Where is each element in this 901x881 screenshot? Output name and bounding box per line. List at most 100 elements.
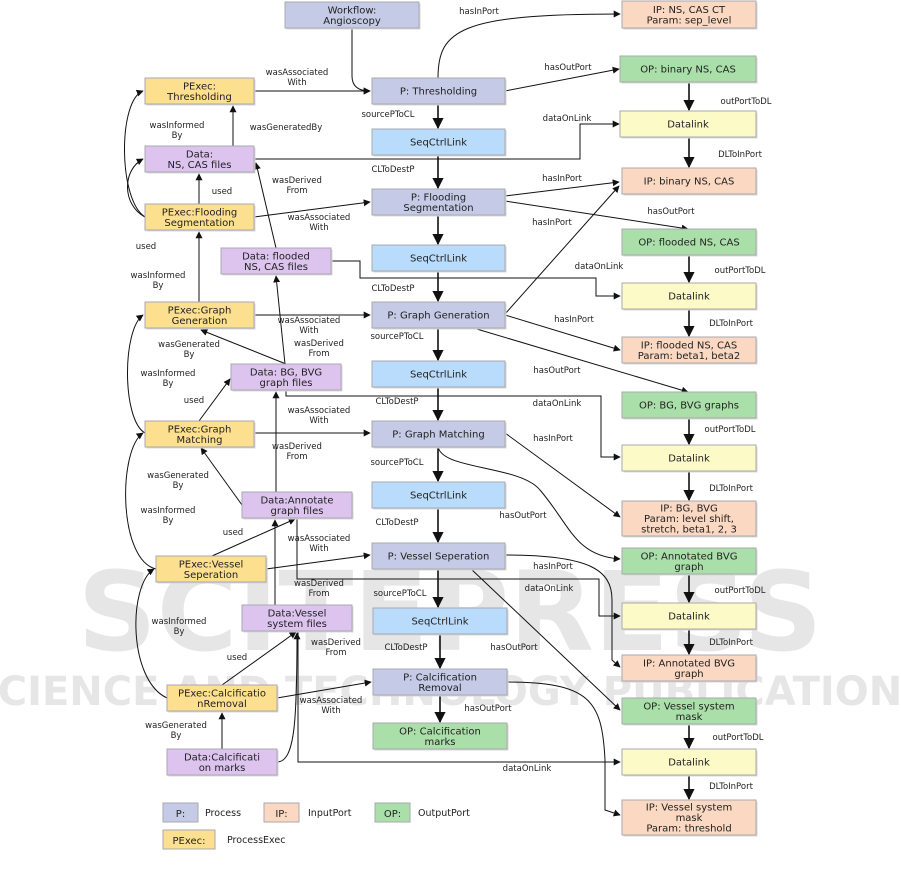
- node-label: IP: binary NS, CAS: [644, 177, 735, 188]
- node-label: Param: sep_level: [647, 15, 732, 26]
- node-label: P: Thresholding: [400, 87, 477, 98]
- edge-arrow: [254, 162, 277, 249]
- node-op-flooded[interactable]: OP: flooded NS, CAS: [621, 228, 758, 257]
- edge-arrow: [469, 326, 689, 394]
- node-p-vessel[interactable]: P: Vessel Seperation: [371, 542, 507, 571]
- legend-abbr: P:: [176, 809, 185, 820]
- edge-arrow: [469, 567, 621, 711]
- legend-swatch: [162, 829, 216, 850]
- edge-label: wasDerived: [294, 339, 344, 349]
- edge-arrow: [124, 89, 146, 218]
- edge-label: hasOutPort: [533, 366, 581, 376]
- node-label: IP: flooded NS, CAS: [641, 340, 737, 351]
- node-label: P: Graph Matching: [392, 430, 484, 441]
- node-label: Param: threshold: [646, 824, 731, 835]
- node-seq1[interactable]: SeqCtrlLink: [371, 128, 507, 157]
- process-box: [284, 1, 420, 29]
- node-seq3[interactable]: SeqCtrlLink: [371, 360, 507, 389]
- node-seq4[interactable]: SeqCtrlLink: [371, 481, 507, 510]
- node-dl2[interactable]: Datalink: [621, 282, 758, 311]
- edge-label: By: [184, 350, 195, 360]
- edge-label: With: [309, 416, 328, 426]
- edge-label: dataOnLink: [503, 764, 552, 774]
- node-label: SeqCtrlLink: [410, 138, 467, 149]
- edge-arrow: [276, 632, 301, 763]
- datalink-box: [619, 110, 757, 138]
- edge-arrow: [504, 432, 621, 518]
- outputport-box: [372, 722, 508, 750]
- node-data-calcification[interactable]: Data:Calcification marks: [166, 748, 279, 777]
- node-label: stretch, beta1, 2, 3: [641, 525, 737, 536]
- node-ip-binary[interactable]: IP: binary NS, CAS: [621, 167, 758, 196]
- edge-label: wasDerived: [272, 442, 322, 452]
- node-op-bg-bvg[interactable]: OP: BG, BVG graphs: [621, 391, 758, 420]
- node-seq2[interactable]: SeqCtrlLink: [371, 244, 507, 273]
- edge-arrow: [265, 552, 371, 570]
- processexec-box: [155, 555, 267, 583]
- node-dl5[interactable]: Datalink: [621, 748, 758, 777]
- legend-label: InputPort: [308, 808, 352, 819]
- node-label: IP: NS, CAS CT: [653, 5, 726, 16]
- legend-item-processexec: PExec:ProcessExec: [162, 829, 285, 850]
- node-data-ns-cas[interactable]: Data:NS, CAS files: [144, 145, 256, 174]
- edge-arrow: [296, 518, 621, 620]
- node-label: Segmentation: [164, 218, 234, 229]
- edge-arrow: [221, 631, 297, 686]
- node-dl1[interactable]: Datalink: [619, 110, 758, 139]
- edge-label: wasInformed: [131, 271, 186, 281]
- edge-label: hasOutPort: [464, 704, 512, 714]
- node-dl3[interactable]: Datalink: [621, 444, 758, 473]
- node-p-thresholding[interactable]: P: Thresholding: [371, 77, 507, 106]
- data-box: [230, 363, 342, 391]
- inputport-box: [621, 336, 757, 364]
- node-p-graph-matching[interactable]: P: Graph Matching: [371, 420, 507, 449]
- edge-label: hasInPort: [533, 434, 573, 444]
- edge-label: wasGeneratedBy: [250, 123, 323, 133]
- edge-label: wasDerived: [272, 176, 322, 186]
- node-label: graph: [674, 669, 703, 680]
- node-label: Data:Annotate: [260, 495, 333, 506]
- node-pexec-thresholding[interactable]: PExec:Thresholding: [144, 77, 256, 106]
- edge-label: By: [171, 731, 182, 741]
- node-seq5[interactable]: SeqCtrlLink: [372, 607, 509, 636]
- node-label: P: Graph Generation: [387, 311, 489, 322]
- node-label: PExec:Vessel: [179, 559, 244, 570]
- edge-label: outPortToDL: [715, 586, 766, 596]
- edge-label: CLToDestP: [384, 643, 427, 653]
- edge-labels: hasInPortwasAssociatedWithhasOutPortoutP…: [131, 7, 772, 792]
- edge-arrow: [504, 681, 621, 817]
- node-op-binary[interactable]: OP: binary NS, CAS: [619, 55, 758, 84]
- node-label: on marks: [199, 763, 246, 774]
- node-label: P: Calcification: [403, 672, 477, 683]
- node-p-graph-generation[interactable]: P: Graph Generation: [371, 301, 507, 330]
- edge-label: used: [184, 396, 204, 406]
- edge-arrow: [504, 66, 620, 92]
- node-workflow[interactable]: Workflow:Angioscopy: [284, 1, 421, 30]
- inputport-box: [621, 654, 757, 682]
- node-label: Param: beta1, beta2: [638, 351, 740, 362]
- legend-item-inputport: IP:InputPort: [263, 802, 352, 823]
- process-box: [371, 420, 506, 448]
- node-dl4[interactable]: Datalink: [621, 602, 758, 631]
- edge-arrow: [127, 314, 146, 434]
- edge-label: outPortToDL: [705, 425, 756, 435]
